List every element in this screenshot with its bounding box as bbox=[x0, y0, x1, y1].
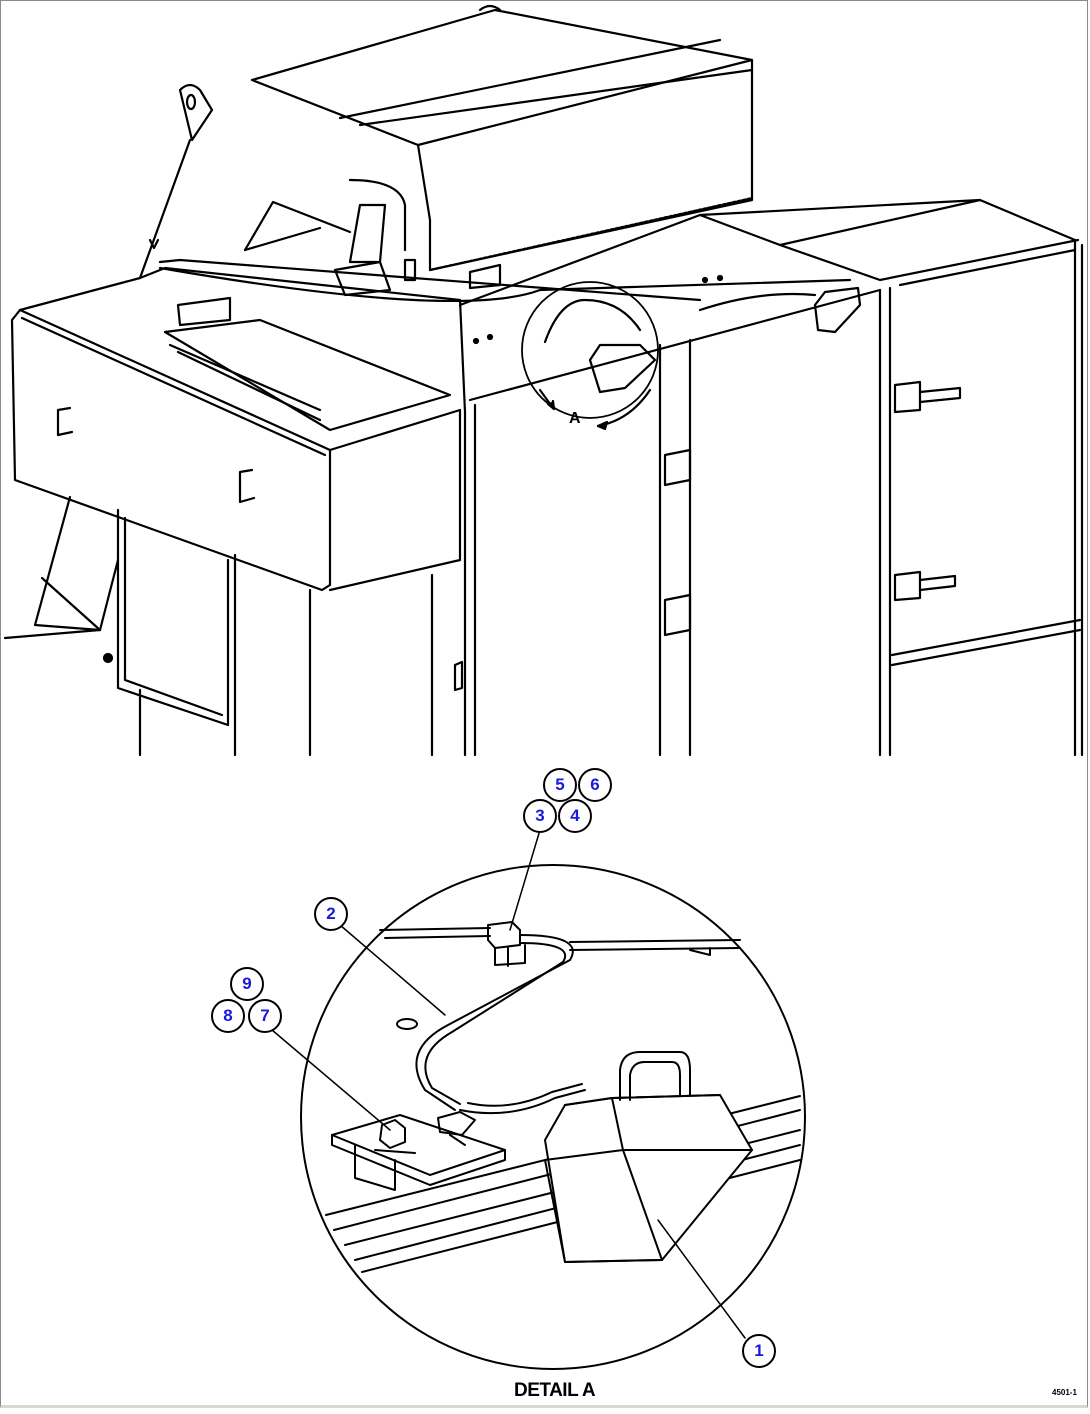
callout-3[interactable]: 3 bbox=[523, 799, 557, 833]
callout-5-label: 5 bbox=[555, 775, 565, 794]
drawing-number: 4501-1 bbox=[1052, 1388, 1077, 1397]
callout-9[interactable]: 9 bbox=[230, 967, 264, 1001]
callout-9-label: 9 bbox=[242, 974, 252, 993]
callout-7[interactable]: 7 bbox=[248, 999, 282, 1033]
view-a-marker: A bbox=[569, 410, 581, 427]
callout-6-label: 6 bbox=[590, 775, 600, 794]
callout-8[interactable]: 8 bbox=[211, 999, 245, 1033]
callout-7-label: 7 bbox=[260, 1006, 270, 1025]
upper-isometric-view bbox=[3, 4, 1084, 757]
callout-3-label: 3 bbox=[535, 806, 545, 825]
callout-8-label: 8 bbox=[223, 1006, 233, 1025]
callout-1[interactable]: 1 bbox=[742, 1334, 776, 1368]
callout-2-label: 2 bbox=[326, 904, 336, 923]
callout-4-label: 4 bbox=[570, 806, 580, 825]
detail-a-circle bbox=[300, 864, 806, 1370]
callout-6[interactable]: 6 bbox=[578, 768, 612, 802]
callout-4[interactable]: 4 bbox=[558, 799, 592, 833]
callout-1-label: 1 bbox=[754, 1341, 764, 1360]
callout-5[interactable]: 5 bbox=[543, 768, 577, 802]
detail-a-view bbox=[271, 829, 806, 1370]
detail-title: DETAIL A bbox=[514, 1380, 596, 1401]
callout-2[interactable]: 2 bbox=[314, 897, 348, 931]
